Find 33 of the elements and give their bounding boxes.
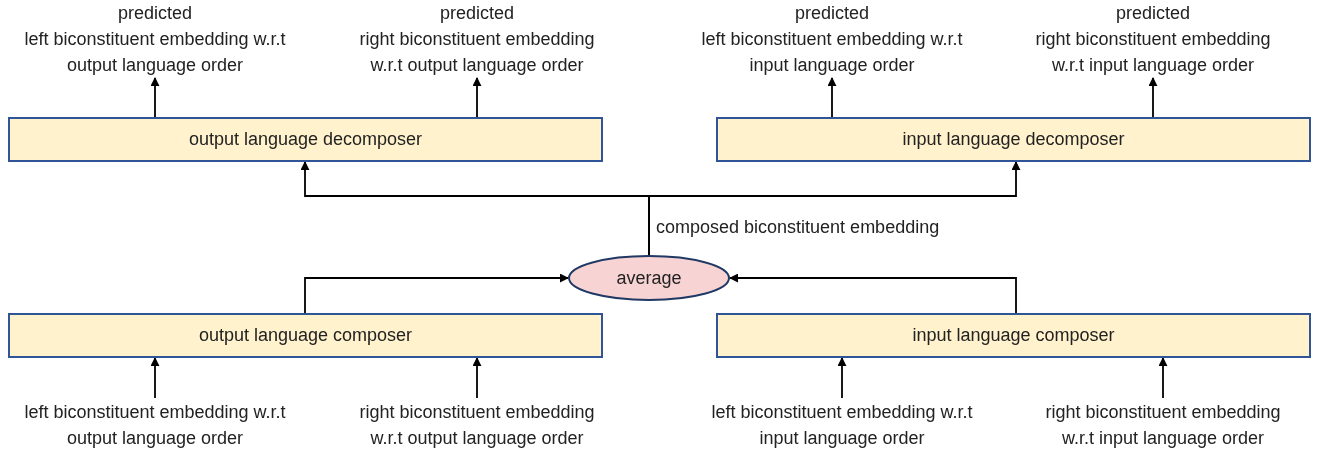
node-label: output language composer (198, 325, 413, 346)
embedding-label: right biconstituent embedding w.r.t output language order (358, 401, 596, 450)
embedding-label: left biconstituent embedding w.r.t output language order (24, 28, 286, 77)
node-label: input language decomposer (902, 129, 1125, 150)
process-box (716, 117, 1311, 162)
embedding-label: left biconstituent embedding w.r.t input language order (711, 401, 973, 450)
arrow (729, 273, 1017, 314)
edge-label: composed biconstituent embedding (654, 217, 942, 238)
embedding-label: right biconstituent embedding w.r.t input language order (1034, 28, 1272, 77)
node-label: output language decomposer (188, 129, 423, 150)
embedding-label: predicted (439, 2, 515, 25)
arrow (827, 77, 837, 118)
embedding-label: right biconstituent embedding w.r.t output language order (358, 28, 596, 77)
embedding-label: left biconstituent embedding w.r.t input language order (701, 28, 963, 77)
arrow (472, 357, 482, 399)
arrow (1158, 357, 1168, 399)
embedding-label: left biconstituent embedding w.r.t output language order (24, 401, 286, 450)
node-label: input language composer (912, 325, 1115, 346)
process-box (716, 313, 1311, 358)
arrow (648, 161, 1021, 256)
process-box (8, 313, 603, 358)
arrow (304, 273, 569, 314)
arrow (837, 357, 847, 399)
arrow (1148, 77, 1158, 118)
embedding-label: predicted (794, 2, 870, 25)
arrow (150, 357, 160, 399)
embedding-label: right biconstituent embedding w.r.t input language order (1044, 401, 1282, 450)
embedding-label: predicted (1115, 2, 1191, 25)
arrow (150, 77, 160, 118)
arrow (472, 77, 482, 118)
node-label: average (616, 267, 682, 289)
embedding-label: predicted (117, 2, 193, 25)
process-box (8, 117, 603, 162)
